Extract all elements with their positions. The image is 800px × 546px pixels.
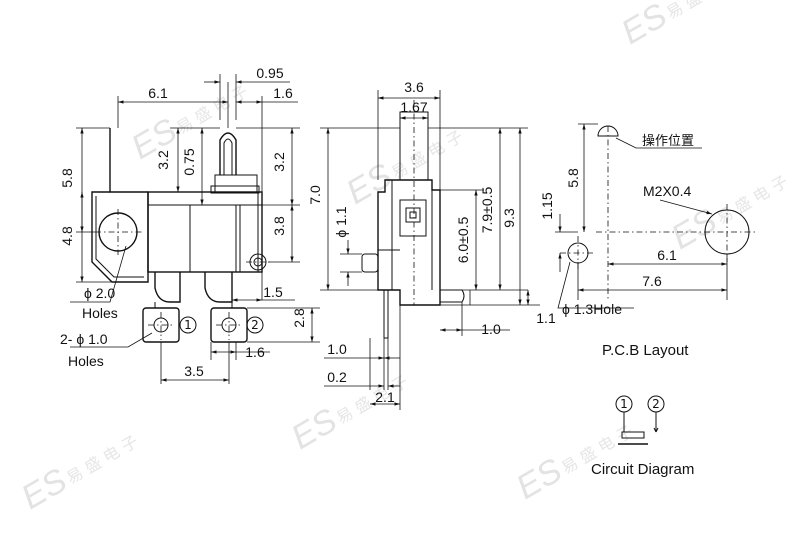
circuit-diagram: 1 2 Circuit Diagram [591,395,694,478]
terminals [142,272,248,343]
pcb-layout-title: P.C.B Layout [602,342,689,359]
dim-right-upper: 3.2 [271,152,287,172]
front-view: 1 2 [59,65,320,384]
dim-side-bottom-right: 1.0 [481,321,501,337]
actuator-position-marker [597,125,619,137]
dim-stem-width: 0.95 [256,65,283,81]
pin1-number: 1 [184,318,192,332]
pcb-layout: 操作位置 M2X0.4 5.8 1.15 6.1 7.6 ϕ 1.3Hole P… [539,123,756,359]
dim-pin-offset: 1.5 [263,284,283,300]
pcb-hole-label: ϕ 1.3Hole [562,301,622,317]
svg-text:易 盛 电 子: 易 盛 电 子 [663,0,741,23]
actuator-position-label: 操作位置 [642,133,694,148]
dim-pin-gap: 1.6 [245,344,265,360]
dim-side-stem: 1.67 [400,99,427,115]
large-hole-sub: Holes [82,305,118,321]
switch-symbol [621,431,645,439]
mounting-bracket [91,191,149,283]
dim-side-width: 3.6 [404,79,424,95]
dim-side-base: 2.1 [375,389,395,405]
dim-pcb-h-short: 6.1 [657,247,677,263]
dim-right-offset: 1.6 [273,85,293,101]
watermark: ES易 盛 电 子 ES易 盛 电 子 ES易 盛 电 子 ES易 盛 电 子 … [15,0,791,517]
dim-pin-height: 2.8 [291,308,307,328]
circuit-pin1-number: 1 [620,397,628,411]
pin2-marker-circle [246,316,264,334]
dim-right-lower: 3.8 [271,216,287,236]
large-hole-label: ϕ 2.0 [84,285,115,301]
small-hole-sub: Holes [68,353,104,369]
svg-text:易 盛 电 子: 易 盛 电 子 [173,82,251,138]
dim-inner-a: 3.2 [155,150,171,170]
circuit-pin2-number: 2 [652,397,660,411]
dim-left-lower: 4.8 [59,226,75,246]
dim-pcb-v-lower: 1.15 [539,192,555,219]
svg-text:易 盛 电 子: 易 盛 电 子 [713,172,791,228]
side-dimension-lines [320,90,540,410]
actuator-stem [219,132,237,175]
small-hole-label: 2- ϕ 1.0 [60,331,108,347]
side-view: 3.6 1.67 7.0 ϕ 1.1 6.0±0.5 7.9±0.5 9.3 1… [307,79,556,410]
dim-side-left-1: 1.0 [327,341,347,357]
front-dimension-lines [70,74,320,384]
svg-text:易 盛 电 子: 易 盛 电 子 [63,432,141,488]
dim-shaft-diameter: ϕ 1.1 [333,206,349,237]
dim-side-a: 6.0±0.5 [455,216,471,263]
dim-pcb-h-long: 7.6 [642,273,662,289]
dim-side-total: 9.3 [501,208,517,228]
pin2-number: 2 [251,318,259,332]
dim-pcb-v-upper: 5.8 [565,168,581,188]
dim-inner-b: 0.75 [181,148,197,175]
thread-label: M2X0.4 [643,183,691,199]
dim-front-width: 6.1 [148,85,168,101]
circuit-diagram-title: Circuit Diagram [591,461,694,478]
dim-side-height: 7.0 [307,185,323,205]
dim-side-b: 7.9±0.5 [479,186,495,233]
dim-side-left-2: 0.2 [327,369,347,385]
dim-pin-pitch: 3.5 [184,363,204,379]
dim-left-upper: 5.8 [59,168,75,188]
pin1-marker-circle [179,316,197,334]
dim-side-right-small: 1.1 [536,310,556,326]
